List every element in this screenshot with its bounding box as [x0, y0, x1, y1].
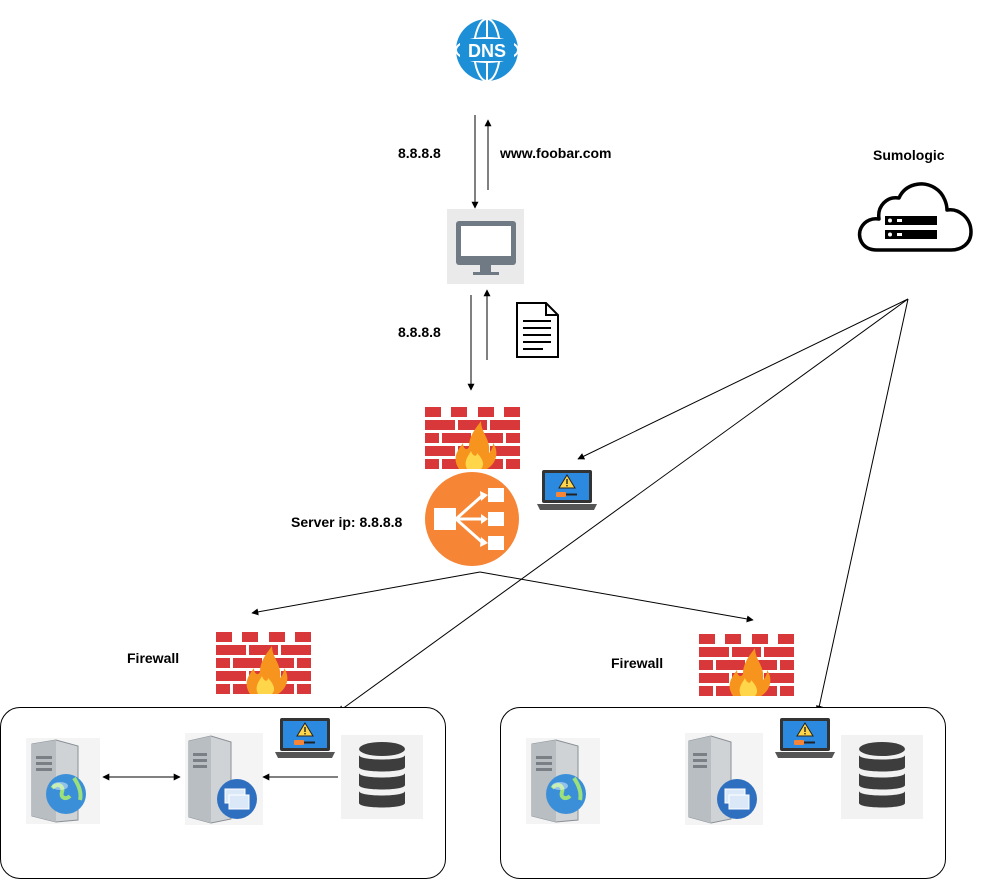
arrow-sumo-to-left-monitor [337, 298, 909, 713]
dns-icon-label: DNS [468, 41, 506, 61]
web-server-left-icon [26, 738, 100, 824]
app-server-right-icon [685, 733, 763, 825]
laptop-warning-left-icon [275, 718, 335, 758]
firewall-left-label: Firewall [127, 650, 180, 666]
firewall-brick-icon [425, 407, 520, 469]
server-ip-label: Server ip: 8.8.8.8 [291, 514, 403, 530]
arrow-lb-to-right [479, 571, 754, 623]
database-right-icon [841, 735, 923, 819]
load-balancer-icon [425, 472, 519, 566]
arrow-sumo-to-right-monitor [815, 298, 909, 713]
arrow-lb-to-left [251, 571, 481, 616]
app-server-left-icon [185, 733, 263, 825]
dns-response-label: www.foobar.com [500, 145, 612, 161]
laptop-warning-right-icon [775, 718, 835, 758]
arrow-sumo-to-lb-monitor [577, 298, 909, 460]
firewall-left-icon [216, 632, 311, 694]
cloud-server-icon [857, 182, 973, 252]
desktop-monitor-icon [447, 209, 524, 284]
firewall-right-label: Firewall [611, 655, 664, 671]
web-server-right-icon [526, 738, 600, 824]
document-icon [516, 302, 559, 358]
laptop-warning-icon [537, 470, 597, 510]
sumologic-label: Sumologic [873, 147, 945, 163]
firewall-right-icon [699, 634, 794, 696]
dns-globe-icon: DNS [455, 18, 519, 82]
database-left-icon [341, 735, 423, 819]
client-to-lb-label: 8.8.8.8 [398, 324, 441, 340]
dns-request-label: 8.8.8.8 [398, 145, 441, 161]
